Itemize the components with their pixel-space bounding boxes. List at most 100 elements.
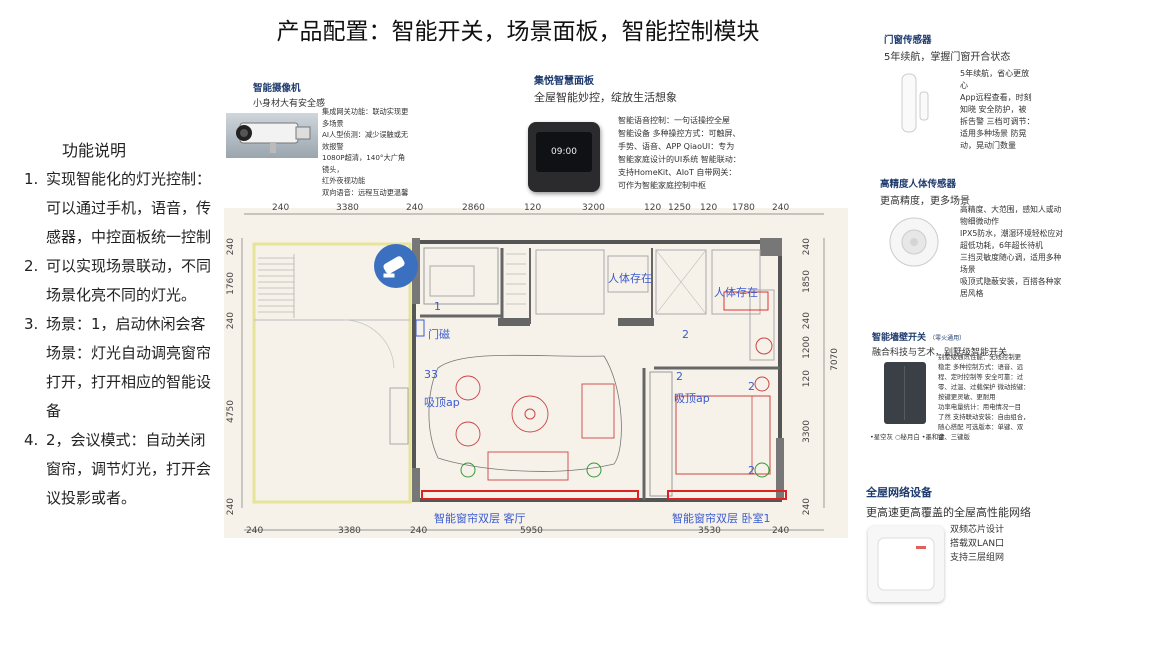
wall-switch-card: 智能墙壁开关 （零火通用） 融合科技与艺术，别墅级智能开关 bbox=[872, 330, 1072, 358]
body-sensor-image bbox=[884, 214, 944, 270]
door-sensor-title: 门窗传感器 bbox=[884, 35, 932, 46]
camera-features: 集成网关功能：联动实现更多场景 AI人型侦测：减少误触或无效报警 1080P超清… bbox=[322, 106, 412, 198]
ceiling-ap-label: 吸顶ap bbox=[674, 392, 710, 405]
function-text: 场景：1，启动休闲会客场景：灯光自动调亮窗帘打开，打开相应的智能设备 bbox=[46, 315, 212, 420]
panel-feature: 智能语音控制：一句话操控全屋 bbox=[618, 116, 730, 125]
plan-label-1: 1 bbox=[434, 300, 441, 313]
wall-switch-feature: 键、三键版 bbox=[938, 433, 970, 441]
body-sensor-feature: 物细微动作 bbox=[960, 217, 999, 226]
top-dimension: 3200 bbox=[582, 203, 605, 213]
network-feature: 双频芯片设计 bbox=[950, 525, 1005, 535]
camera-subtitle: 小身材大有安全感 bbox=[253, 99, 326, 109]
body-sensor-feature: 居风格 bbox=[960, 289, 984, 298]
function-number: 1. bbox=[24, 170, 39, 188]
body-sensor-feature: 吸顶式隐蔽安装，百搭各种家 bbox=[960, 277, 1062, 286]
right-total-dimension: 7070 bbox=[830, 348, 840, 371]
network-subtitle: 更高速更高覆盖的全屋高性能网络 bbox=[866, 506, 1031, 519]
door-sensor-image bbox=[896, 72, 936, 136]
function-text: 可以实现场景联动，不同场景化亮不同的灯光。 bbox=[46, 257, 212, 304]
function-number: 2. bbox=[24, 257, 39, 275]
bottom-dimension: 5950 bbox=[520, 526, 543, 536]
function-number: 4. bbox=[24, 431, 39, 449]
wall-switch-title: 智能墙壁开关 bbox=[872, 333, 927, 343]
door-sensor-feature: 适用多种场景 防晃 bbox=[960, 129, 1027, 138]
body-sensor-features: 高精度、大范围，感知人或动 物细微动作 IPX5防水，潮湿环境轻松应对 超低功耗… bbox=[960, 204, 1085, 300]
plan-label-2: 2 bbox=[748, 464, 755, 477]
left-dimension: 240 bbox=[226, 312, 236, 330]
human-presence-label: 人体存在 bbox=[714, 286, 758, 299]
panel-device-image: 09:00 bbox=[528, 122, 600, 192]
body-sensor-card: 高精度人体传感器 更高精度，更多场景 bbox=[880, 176, 1080, 207]
wall-switch-feature: 了然 支持联动安装：自由组合， bbox=[938, 413, 1030, 421]
function-text: 实现智能化的灯光控制：可以通过手机，语音，传感器，中控面板统一控制 bbox=[46, 170, 212, 246]
top-dimension: 1250 bbox=[668, 203, 691, 213]
panel-subtitle: 全屋智能妙控，绽放生活想象 bbox=[534, 91, 677, 104]
door-sensor-features: 5年续航，省心更放 心 App远程查看，时刻 知晓 安全防护，被 拆告警 三档可… bbox=[960, 68, 1040, 152]
left-dimension: 240 bbox=[226, 498, 236, 516]
functions-list: 1. 实现智能化的灯光控制：可以通过手机，语音，传感器，中控面板统一控制 2. … bbox=[24, 165, 219, 513]
wall-switch-feature: 程、定时控制等 安全可靠：过 bbox=[938, 373, 1024, 381]
right-dimension: 1850 bbox=[802, 270, 812, 293]
function-number: 3. bbox=[24, 315, 39, 333]
top-dimension: 1780 bbox=[732, 203, 755, 213]
page-title: 产品配置：智能开关，场景面板，智能控制模块 bbox=[276, 19, 760, 45]
network-title: 全屋网络设备 bbox=[866, 486, 932, 499]
door-sensor-feature: 拆告警 三档可调节： bbox=[960, 117, 1035, 126]
floor-plan-drawing bbox=[241, 213, 825, 531]
right-dimension: 3300 bbox=[802, 420, 812, 443]
body-sensor-feature: IPX5防水，潮湿环境轻松应对 bbox=[960, 229, 1064, 238]
camera-card: 智能摄像机 小身材大有安全感 bbox=[253, 80, 413, 109]
plan-label-33: 33 bbox=[424, 368, 438, 381]
bottom-dimension: 3380 bbox=[338, 526, 361, 536]
plan-label-2: 2 bbox=[676, 370, 683, 383]
function-item: 1. 实现智能化的灯光控制：可以通过手机，语音，传感器，中控面板统一控制 bbox=[24, 165, 219, 252]
right-dimension: 120 bbox=[802, 370, 812, 388]
panel-feature: 智能家庭设计的UI系统 智能联动： bbox=[618, 155, 741, 164]
top-dimension: 120 bbox=[644, 203, 662, 213]
plan-label-2: 2 bbox=[682, 328, 689, 341]
wall-switch-colors: •星空灰 ○秘月白 •墨和金 bbox=[870, 433, 945, 441]
wall-switch-feature: 随心搭配 可选版本：单键、双 bbox=[938, 423, 1024, 431]
top-dimension: 240 bbox=[406, 203, 424, 213]
curtain-living-label: 智能窗帘双层 客厅 bbox=[434, 512, 526, 525]
plan-label-2: 2 bbox=[748, 380, 755, 393]
door-sensor-feature: 5年续航，省心更放 bbox=[960, 69, 1030, 78]
top-dimension: 2860 bbox=[462, 203, 485, 213]
left-dimension: 4750 bbox=[226, 400, 236, 423]
wall-switch-feature: 功率电量统计：用电情况一目 bbox=[938, 403, 1022, 411]
camera-title: 智能摄像机 bbox=[253, 83, 301, 94]
camera-feature: 双向语音：远程互动更温馨 bbox=[322, 187, 409, 197]
access-point-icon bbox=[877, 537, 935, 591]
wall-switch-features: 别墅级通讯性能：无线控制更 稳定 多种控制方式：语音、远 程、定时控制等 安全可… bbox=[938, 352, 1040, 442]
wall-switch-title-row: 智能墙壁开关 （零火通用） bbox=[872, 330, 1072, 343]
human-presence-label: 人体存在 bbox=[608, 272, 652, 285]
camera-feature: 集成网关功能：联动实现更多场景 bbox=[322, 107, 409, 128]
door-sensor-feature: 动，晃动门数量 bbox=[960, 141, 1016, 150]
top-dimension: 120 bbox=[700, 203, 718, 213]
door-sensor-card: 门窗传感器 5年续航，掌握门窗开合状态 bbox=[884, 32, 1084, 63]
panel-feature: 可作为智能家庭控制中枢 bbox=[618, 181, 706, 190]
right-dimension: 240 bbox=[802, 312, 812, 330]
router-image bbox=[868, 526, 944, 602]
top-dimension: 240 bbox=[272, 203, 290, 213]
panel-title: 集悦智慧面板 bbox=[534, 76, 594, 87]
top-dimension: 120 bbox=[524, 203, 542, 213]
body-sensor-subtitle: 更高精度，更多场景 bbox=[880, 196, 970, 207]
left-dimension: 1760 bbox=[226, 272, 236, 295]
wall-switch-feature: 按键更灵敏、更耐用 bbox=[938, 393, 996, 401]
panel-feature: 智能设备 多种操控方式：可触屏、 bbox=[618, 129, 741, 138]
door-sensor-feature: App远程查看，时刻 bbox=[960, 93, 1032, 102]
door-sensor-subtitle: 5年续航，掌握门窗开合状态 bbox=[884, 52, 1011, 63]
panel-features: 智能语音控制：一句话操控全屋 智能设备 多种操控方式：可触屏、 手势、语音、AP… bbox=[618, 114, 768, 192]
right-dimension: 240 bbox=[802, 498, 812, 516]
wall-switch-image bbox=[884, 362, 926, 424]
panel-feature: 手势、语音、APP QiaoUI：专为 bbox=[618, 142, 735, 151]
bottom-dimension: 240 bbox=[772, 526, 790, 536]
curtain-bedroom-label: 智能窗帘双层 卧室1 bbox=[672, 512, 771, 525]
function-item: 4. 2，会议模式：自动关闭窗帘，调节灯光，打开会议投影或者。 bbox=[24, 426, 219, 513]
body-sensor-feature: 超低功耗，6年超长待机 bbox=[960, 241, 1043, 250]
body-sensor-feature: 高精度、大范围，感知人或动 bbox=[960, 205, 1062, 214]
right-dimension: 240 bbox=[802, 238, 812, 256]
wall-switch-feature: 稳定 多种控制方式：语音、远 bbox=[938, 363, 1024, 371]
top-dimension: 3380 bbox=[336, 203, 359, 213]
